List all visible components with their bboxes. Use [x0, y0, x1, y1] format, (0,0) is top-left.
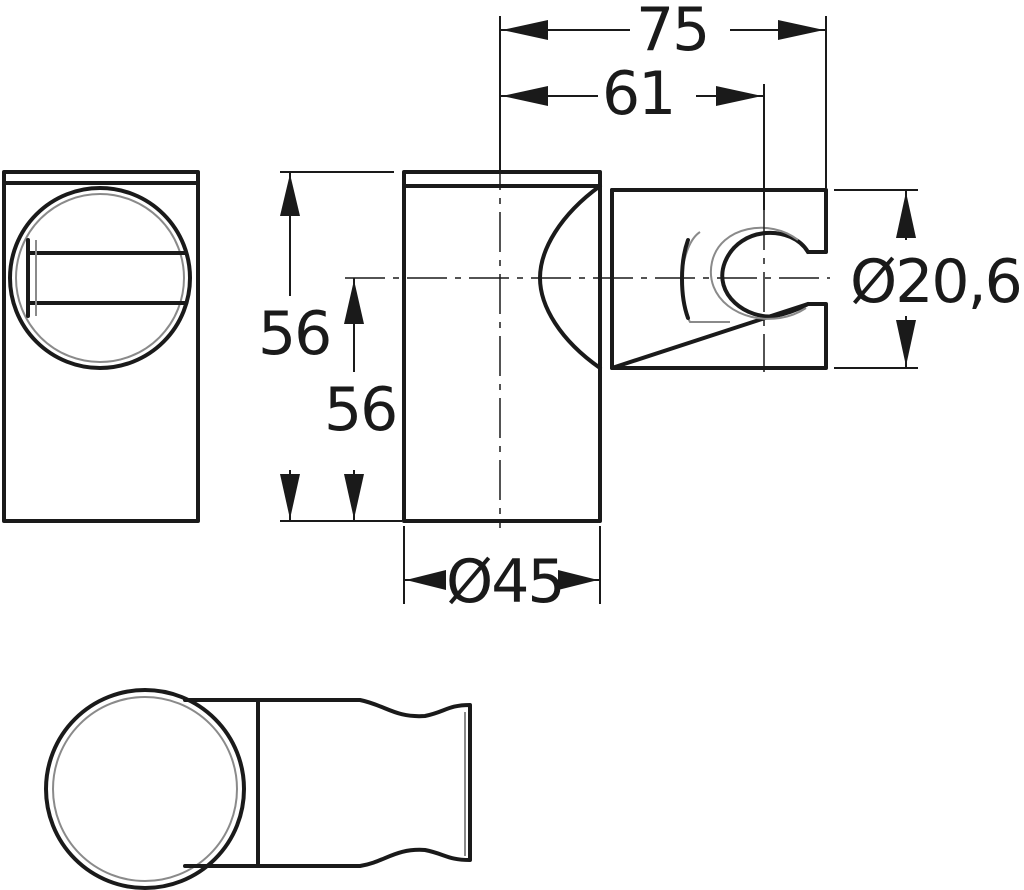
front-view-knob-inner — [15, 193, 185, 363]
dim-56-outer-arrow-top — [280, 174, 300, 216]
top-view — [44, 688, 472, 890]
dim-base-arrow-left — [406, 570, 446, 590]
dim-56-outer-arrow-bottom — [280, 474, 300, 519]
top-view-arm — [183, 698, 472, 868]
dim-label-base-diameter: Ø45 — [446, 547, 564, 617]
holder-clip-lip — [680, 238, 690, 320]
dim-base-arrow-right — [558, 570, 598, 590]
dim-61-arrow-right — [716, 86, 762, 106]
dim-label-75: 75 — [636, 0, 708, 65]
dim-label-56-inner: 56 — [324, 375, 396, 445]
dim-75-arrow-left — [502, 20, 548, 40]
front-view-knob — [8, 186, 192, 370]
dim-61-arrow-left — [502, 86, 548, 106]
dimension-labels: 75 61 Ø20,6 56 56 Ø45 — [258, 0, 1023, 617]
dim-56-inner-arrow-bottom — [344, 474, 364, 519]
dim-75-arrow-right — [778, 20, 824, 40]
dim-label-56-outer: 56 — [258, 299, 330, 369]
dimension-lines — [280, 16, 918, 604]
dim-56-inner-arrow-top — [344, 280, 364, 324]
front-view — [2, 170, 200, 523]
side-view-joint-curve — [538, 184, 602, 370]
holder-clip-inner — [709, 226, 807, 320]
dim-label-61: 61 — [602, 59, 674, 129]
dim-holder-arrow-top — [896, 192, 916, 238]
front-view-body — [2, 170, 200, 523]
dim-label-holder-diameter: Ø20,6 — [850, 247, 1021, 317]
holder-clip — [720, 231, 810, 319]
side-view — [345, 150, 830, 528]
side-view-body — [402, 170, 602, 523]
top-view-base-circle — [44, 688, 246, 890]
dim-holder-arrow-bottom — [896, 320, 916, 366]
top-view-base-inner — [52, 696, 238, 882]
holder-arm — [610, 188, 828, 370]
